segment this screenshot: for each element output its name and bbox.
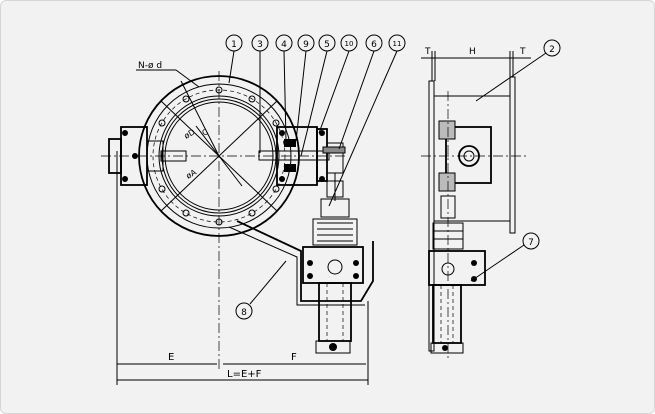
part-balloons: 1 3 4 9 5 10 6 11 2 7 8: [225, 34, 561, 320]
balloon-4: 4: [281, 40, 287, 50]
bolt-holes-label: N-ø d: [138, 61, 162, 71]
balloon-5: 5: [324, 40, 330, 50]
dim-c-label: C: [201, 127, 211, 138]
balloon-1: 1: [231, 40, 237, 50]
dim-e-label: E: [168, 352, 174, 363]
balloon-8: 8: [241, 308, 247, 318]
dimension-lines: [116, 51, 531, 385]
balloon-7: 7: [528, 238, 534, 248]
balloon-6: 6: [371, 40, 377, 50]
dim-t-right-label: T: [519, 47, 526, 57]
balloon-10: 10: [345, 40, 354, 48]
side-view: [421, 76, 526, 361]
balloon-9: 9: [303, 40, 309, 50]
dim-h-label: H: [469, 47, 476, 57]
dim-t-left-label: T: [424, 47, 431, 57]
diameter-a-label: øA: [185, 167, 199, 180]
front-view: [101, 71, 374, 371]
balloon-2: 2: [549, 45, 555, 55]
balloon-11: 11: [393, 40, 402, 48]
dim-l-label: L=E+F: [227, 369, 262, 380]
diameter-d-label: øD: [183, 127, 197, 140]
dim-f-label: F: [291, 352, 297, 363]
balloon-3: 3: [257, 40, 263, 50]
